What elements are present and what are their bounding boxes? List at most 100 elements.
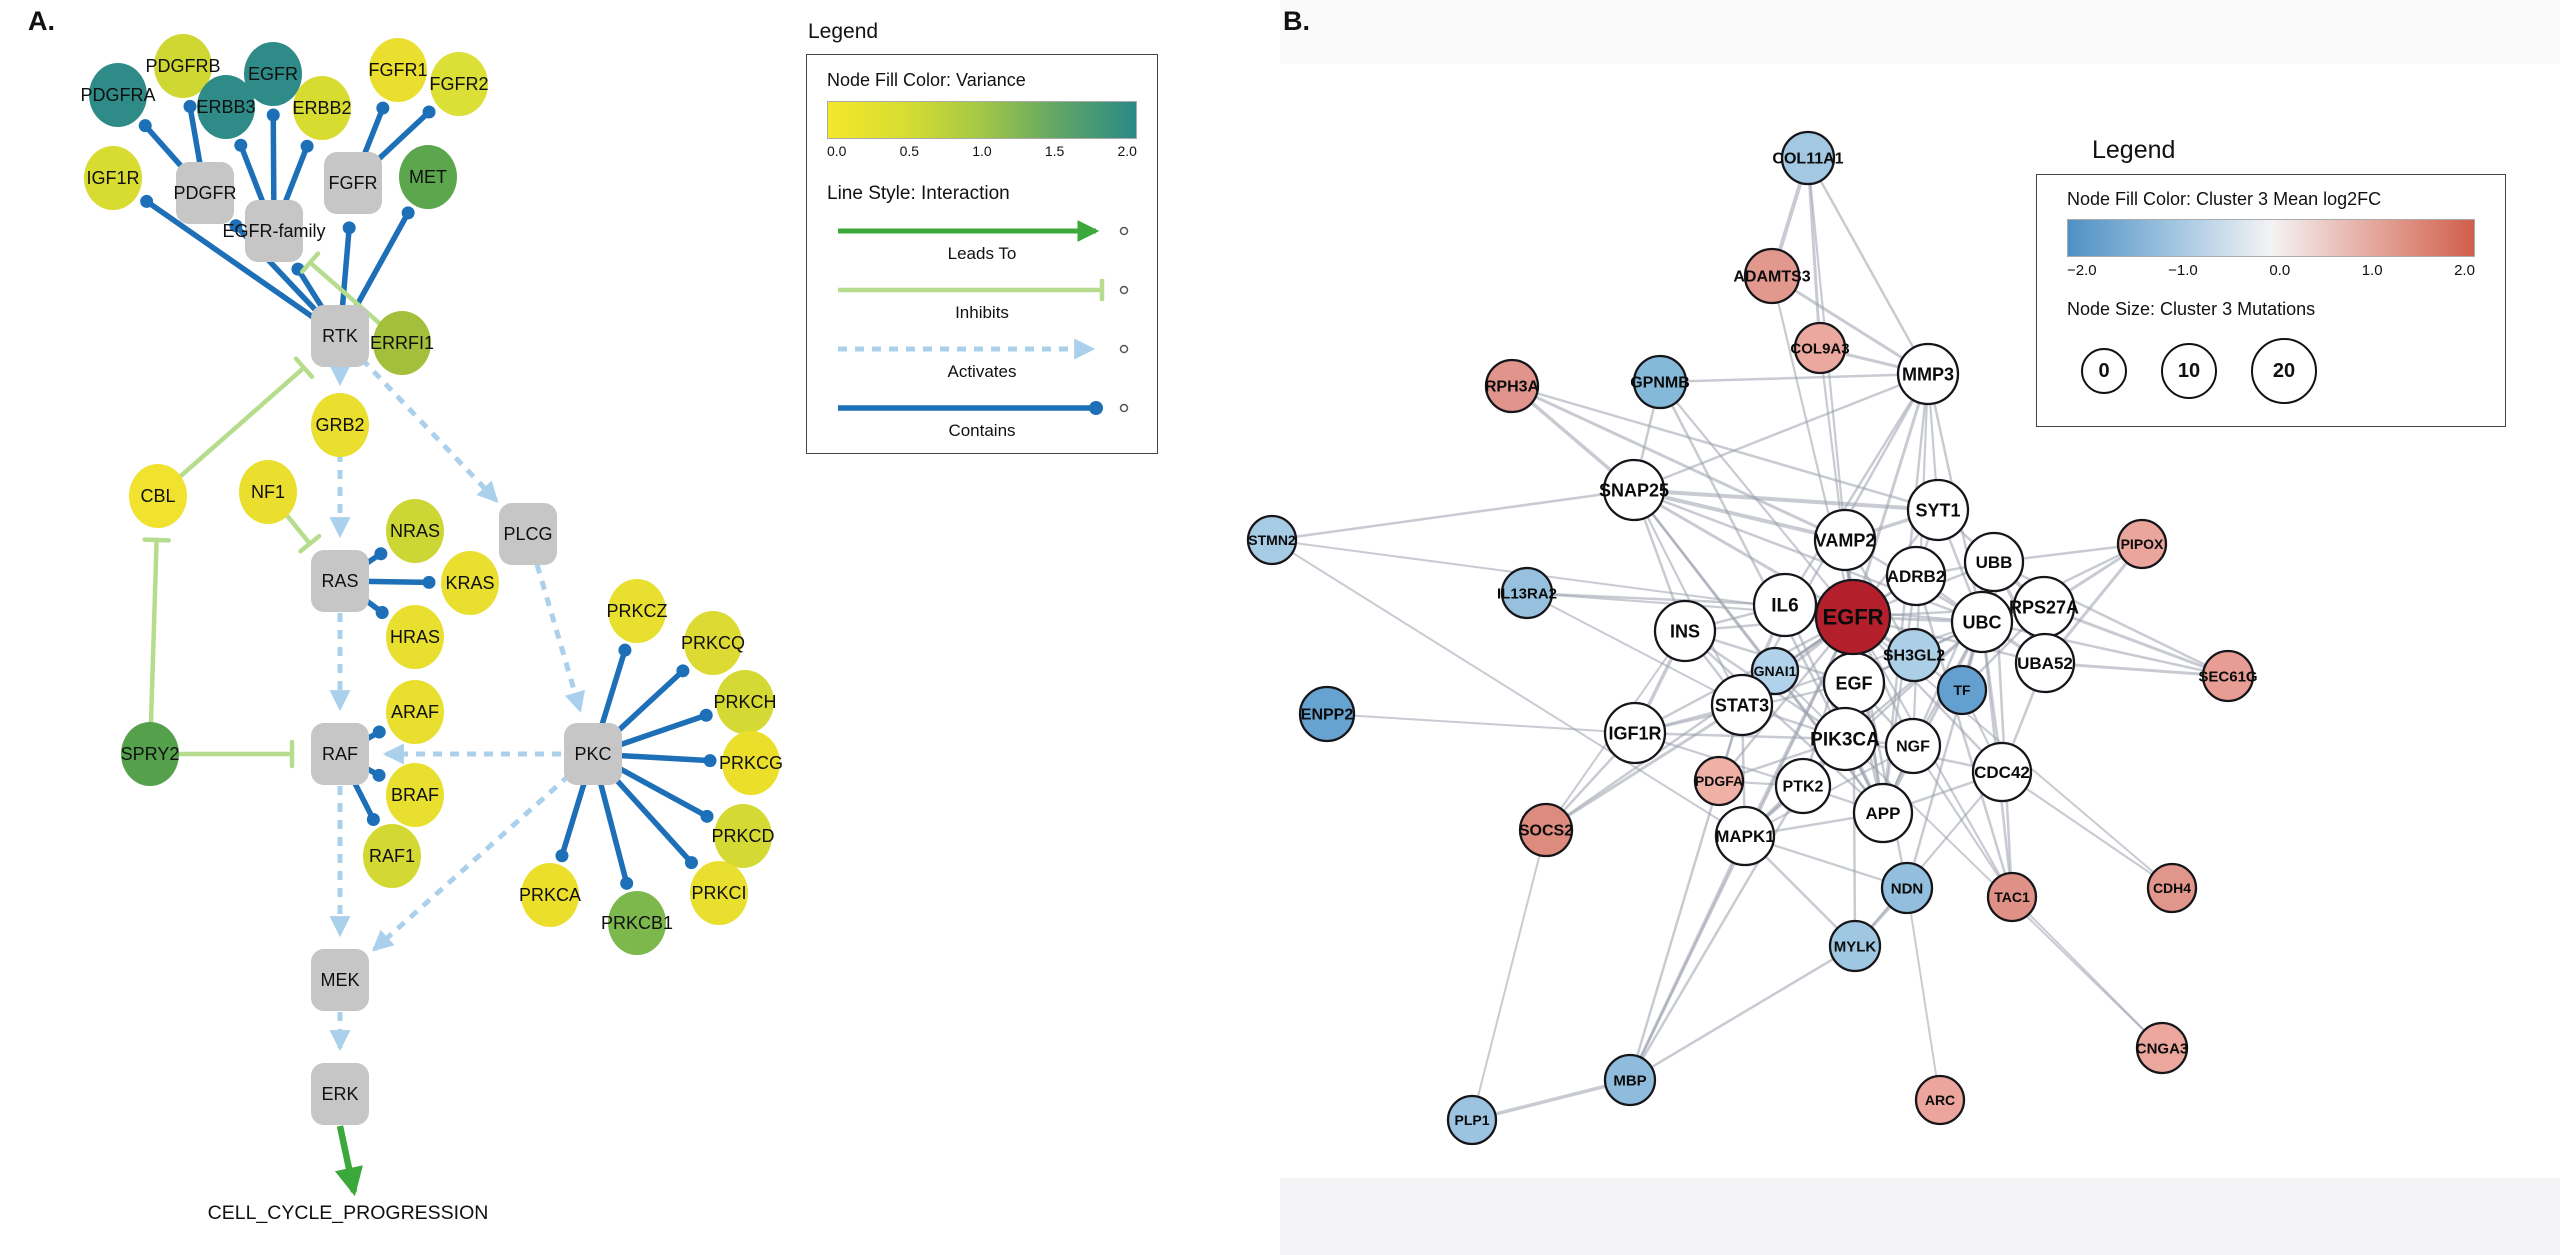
pathway-node-label-FGFR2: FGFR2 [429,74,488,94]
pathway-node-label-ERBB2: ERBB2 [292,98,351,118]
gene-node-label-COL9A3: COL9A3 [1790,340,1849,357]
network-edge-ENPP2-IGF1R [1326,713,1636,734]
pathway-edge-contains-PKC-PRKCH-dot [699,708,713,722]
pathway-node-PRKCI [690,861,748,925]
gene-node-label-GPNMB: GPNMB [1630,375,1690,392]
legend-a-line-label-activates: Activates [947,362,1017,381]
pathway-node-label-ERRFI1: ERRFI1 [370,333,434,353]
pathway-edge-contains-FGFR-FGFR1-dot [376,101,390,115]
gene-node-PTK2 [1774,757,1832,815]
legend-a-line-sample-leadsto [838,219,1129,243]
legend-b-tick: 1.0 [2361,262,2383,279]
gene-node-label-UBC: UBC [1963,612,2002,632]
gene-node-label-MYLK: MYLK [1834,938,1877,955]
network-edge-STMN2-SNAP25 [1270,488,1636,542]
network-edge-SNAP25-STAT3 [1632,488,1744,707]
gene-node-label-IL6: IL6 [1771,596,1798,617]
gene-node-label-EGF: EGF [1835,673,1872,693]
legend-a-line-label-inhibits: Inhibits [955,303,1009,322]
pathway-edge-contains-PKC-PRKCQ-dot [676,664,690,678]
gene-node-MYLK [1828,919,1882,973]
pathway-edge-contains-RAS-KRAS-dot [422,575,436,589]
legend-b-title: Legend [2092,136,2176,164]
pathway-node-label-NF1: NF1 [251,482,285,502]
pathway-edge-contains-RTK-IGF1Ra [143,198,343,339]
pathway-node-label-PDGFRB: PDGFRB [145,56,220,76]
legend-a-title: Legend [808,20,879,43]
legend-b-size-circle-20: 20 [2251,338,2317,404]
gene-node-label-STAT3: STAT3 [1715,695,1769,715]
gene-node-label-SOCS2: SOCS2 [1519,823,1573,840]
network-edge-IL13RA2-IL6 [1525,591,1787,607]
legend-b-tick: 2.0 [2454,262,2475,279]
gene-node-label-APP: APP [1866,804,1901,823]
pathway-edge-contains-RTK-MET-dot [401,206,415,220]
legend-a-line-sample-inhibits [838,279,1129,301]
gene-node-SEC61G [2201,649,2255,703]
pathway-node-label-PRKCB1: PRKCB1 [601,913,673,933]
pathway-edge-inhibits-NF1-RAS-tbar [298,533,322,554]
network-edge-SNAP25-VAMP2 [1632,488,1847,542]
pathway-node-label-MET: MET [409,167,447,187]
gene-node-label-COL11A1: COL11A1 [1772,151,1843,168]
gene-node-NDN [1880,861,1934,915]
legend-b-box: Node Fill Color: Cluster 3 Mean log2FC −… [2036,174,2506,427]
pathway-edge-contains-RTK-FGFR-dot [342,221,356,235]
gene-node-MBP [1603,1053,1657,1107]
pathway-edge-contains-RTK-IGF1Ra-dot [140,194,154,208]
pathway-node-label-SPRY2: SPRY2 [121,744,180,764]
pathway-edge-inhibits-ERRFI1-EGFRfam-tbar [299,251,321,274]
gene-node-label-GNAI1: GNAI1 [1754,663,1797,679]
gene-node-GPNMB [1632,354,1688,410]
gene-node-label-STMN2: STMN2 [1248,532,1296,548]
gene-node-CDC42 [1971,741,2033,803]
pathway-node-PDGFR [176,162,234,224]
legend-b-tick: −2.0 [2067,262,2097,279]
pathway-node-label-RTK: RTK [322,326,358,346]
pathway-node-ERRFI1 [373,311,431,375]
legend-a-tick: 0.5 [899,143,920,159]
legend-a-colorbar [827,101,1137,139]
pathway-node-label-EGFRfam: EGFR-family [223,221,326,241]
network-edge-MYLK-CDC42 [1853,770,2004,948]
gene-node-ENPP2 [1298,685,1356,743]
network-edge-MMP3-IL6 [1783,372,1930,607]
pathway-edge-inhibits-SPRY2-CBL [147,537,159,757]
gene-node-SH3GL2 [1886,627,1942,683]
pathway-edge-contains-RAS-NRAS-dot [374,547,388,561]
gene-node-INS [1653,599,1717,663]
legend-a-line-sample-contains [838,401,1129,415]
legend-b-size-title: Node Size: Cluster 3 Mutations [2067,299,2316,319]
gene-node-label-PIPOX: PIPOX [2121,536,2164,552]
pathway-node-ERBB3 [197,75,255,139]
pathway-node-NRAS [386,499,444,563]
network-edge-TAC1-ADRB2 [1914,574,2014,899]
panel-b-background-band-top [1280,0,2560,64]
gene-node-UBC [1950,590,2014,654]
gene-node-label-PTK2: PTK2 [1783,779,1824,796]
pathway-node-GRB2 [311,393,369,457]
pathway-node-PRKCH [716,670,774,734]
gene-node-label-MMP3: MMP3 [1902,364,1954,384]
network-edge-TAC1-NGF [1911,744,2014,899]
network-edge-TAC1-CNGA3 [2011,896,2163,1049]
gene-node-label-INS: INS [1670,621,1700,641]
network-edge-GPNMB-MMP3 [1658,372,1930,384]
pathway-node-BRAF [386,763,444,827]
gene-node-label-RPH3A: RPH3A [1485,379,1540,396]
pathway-node-PRKCG [722,731,780,795]
pathway-node-label-PRKCH: PRKCH [713,692,776,712]
network-edge-COL11A1-MMP3 [1806,156,1930,376]
gene-node-IL13RA2 [1500,566,1554,620]
pathway-node-label-RAF: RAF [322,744,358,764]
pathway-node-PKC [564,723,622,785]
legend-b-size-circle-0: 0 [2081,348,2127,394]
gene-node-label-ARC: ARC [1925,1092,1955,1108]
gene-node-COL9A3 [1793,321,1847,375]
pathway-edge-contains-EGFRfam-ERBB2-dot [300,139,314,153]
pathway-node-RAF [311,723,369,785]
pathway-node-PLCG [499,503,557,565]
gene-node-IL6 [1752,572,1818,638]
